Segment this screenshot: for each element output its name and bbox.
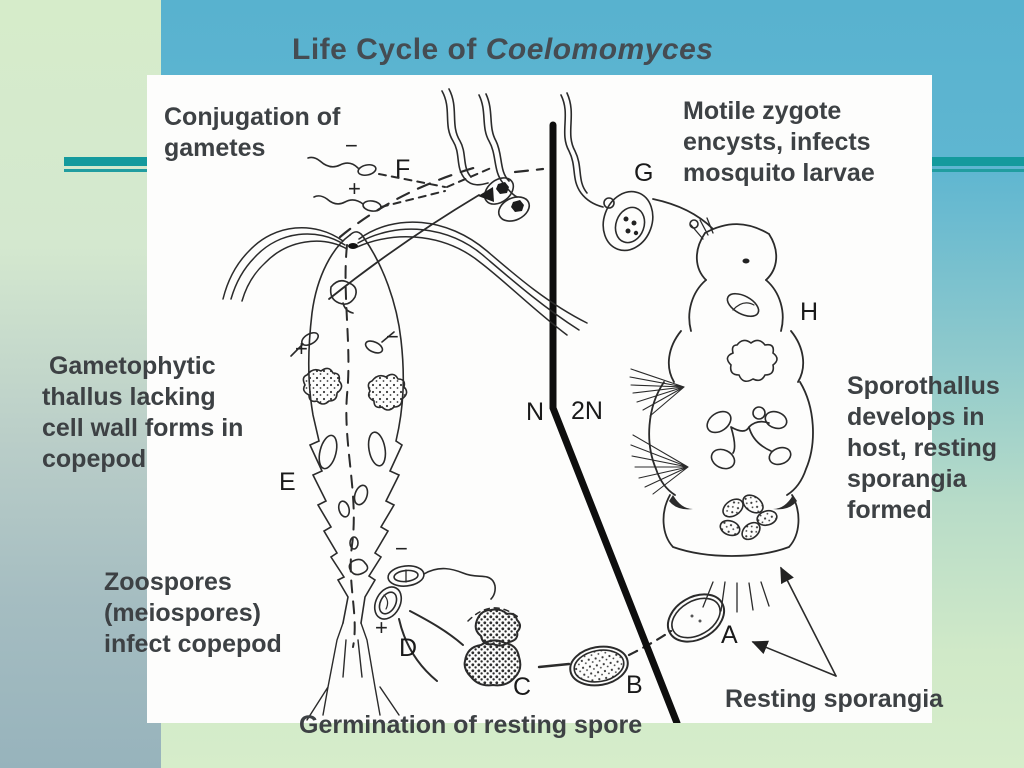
- conjugation-drawing: [441, 88, 531, 222]
- plus-sign: +: [348, 176, 361, 201]
- cycle-dashed-arcs: [338, 165, 673, 657]
- stage-letter-g: G: [634, 159, 653, 187]
- label-conjugation: Conjugation of gametes: [164, 103, 341, 162]
- plus-sign: +: [295, 336, 308, 361]
- stage-letter-a: A: [721, 621, 738, 649]
- mosquito-larva-drawing: [629, 217, 814, 613]
- ploidy-label-n: N: [526, 398, 544, 426]
- pointer-arrows: [751, 566, 837, 677]
- label-germination: Germination of resting spore: [299, 711, 643, 739]
- cycle-solid-arcs: [328, 194, 714, 300]
- label-resting-sporangia: Resting sporangia: [725, 685, 944, 713]
- stage-letter-d: D: [399, 634, 417, 662]
- stage-letter-f: F: [395, 155, 410, 183]
- life-cycle-diagram: F G H E N 2N D C B A − + + − − +: [222, 88, 837, 723]
- minus-sign: −: [386, 324, 399, 349]
- stage-letter-c: C: [513, 673, 531, 701]
- label-sporothallus: Sporothallus develops in host, resting s…: [847, 372, 1000, 524]
- copepod-drawing: [222, 221, 588, 721]
- label-gametophytic-thallus: Gametophytic thallus lacking cell wall f…: [42, 352, 244, 473]
- ploidy-divider-line: [549, 121, 681, 723]
- stage-letter-e: E: [279, 468, 296, 496]
- stage-letter-h: H: [800, 298, 818, 326]
- stage-letter-b: B: [626, 671, 643, 699]
- left-accent-strip: [0, 0, 161, 768]
- label-zoospores: Zoospores (meiospores) infect copepod: [104, 568, 282, 658]
- minus-sign: −: [395, 536, 408, 561]
- label-motile-zygote: Motile zygote encysts, infects mosquito …: [683, 97, 875, 187]
- stage-letters: F G H E N 2N D C B A: [279, 155, 818, 701]
- slide-title: Life Cycle of Coelomomyces: [292, 33, 713, 67]
- gametes-drawing: [307, 156, 382, 212]
- title-text: Life Cycle of: [292, 33, 486, 66]
- zygote-drawing: [560, 92, 654, 252]
- plus-sign: +: [375, 615, 388, 640]
- ploidy-label-2n: 2N: [571, 397, 603, 425]
- mating-type-signs: − + + − − +: [295, 133, 408, 640]
- resting-spores-drawing: [373, 565, 726, 687]
- title-species-italic: Coelomomyces: [485, 33, 714, 66]
- minus-sign: −: [345, 133, 358, 158]
- diagram-panel: F G H E N 2N D C B A − + + − − +: [147, 75, 932, 723]
